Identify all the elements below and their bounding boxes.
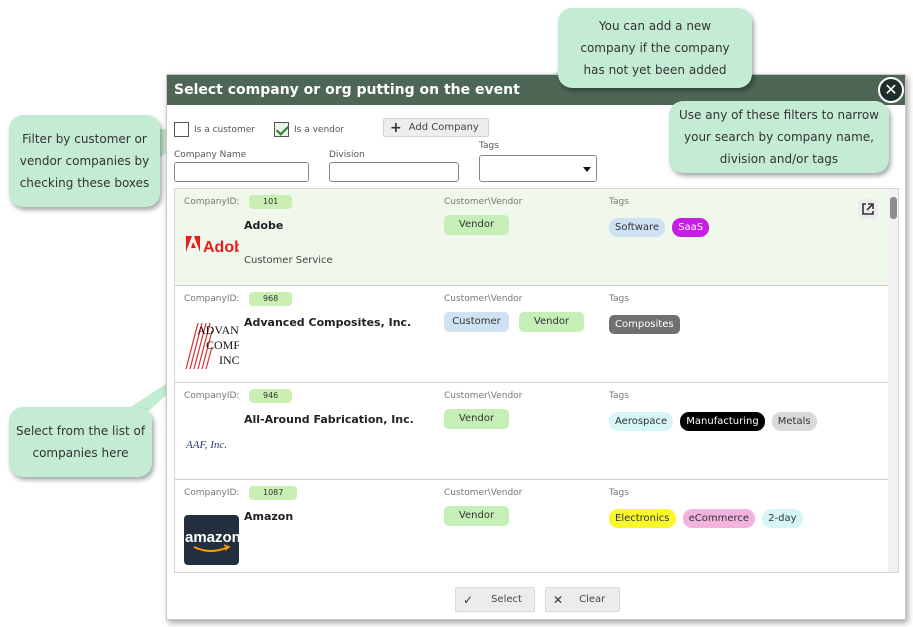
callout-select-list-line-1: Select from the list of (15, 424, 146, 438)
list-scrollbar[interactable] (888, 189, 898, 572)
open-external-link-button[interactable] (858, 199, 878, 219)
aaf-logo-text: AAF, Inc. (185, 439, 227, 451)
tags-label: Tags (609, 391, 629, 401)
callout-filter-checkboxes-line-2: vendor companies by (19, 154, 150, 168)
scrollbar-thumb[interactable] (890, 197, 897, 219)
tag-list: Electronics eCommerce 2-day (609, 506, 805, 528)
callout-filters-line-3: division and/or tags (719, 152, 839, 166)
company-id-label: CompanyID: (184, 197, 240, 207)
callout-select-list-line-2: companies here (32, 446, 129, 460)
company-row-adobe[interactable]: CompanyID: 101 Adob Adobe Customer Servi… (175, 189, 888, 286)
tag-2-day: 2-day (762, 509, 803, 528)
vendor-badge: Vendor (444, 215, 509, 235)
callout-add-company-line-2: company if the company (580, 41, 730, 55)
tag-list: Composites (609, 312, 682, 334)
company-name-input[interactable] (174, 162, 309, 182)
add-company-button[interactable]: + Add Company (383, 118, 489, 137)
company-id-badge: 101 (249, 195, 293, 209)
customer-vendor-label: Customer\Vendor (444, 294, 523, 304)
plus-icon: + (390, 119, 402, 136)
division-label: Division (329, 150, 365, 160)
company-id-badge: 1087 (249, 486, 298, 500)
logo-line-2: COMF (206, 338, 239, 352)
callout-filter-checkboxes: Filter by customer or vendor companies b… (9, 115, 160, 207)
tag-list: Aerospace Manufacturing Metals (609, 409, 819, 431)
is-vendor-filter[interactable]: Is a vendor (274, 122, 344, 137)
checkmark-icon: ✓ (463, 592, 474, 607)
company-name-label: Company Name (174, 150, 247, 160)
callout-add-company-line-1: You can add a new (598, 19, 712, 33)
vendor-badge: Vendor (444, 506, 509, 526)
close-button[interactable]: ✕ (878, 77, 904, 103)
aaf-logo: AAF, Inc. (184, 418, 239, 468)
callout-filters: Use any of these filters to narrow your … (669, 101, 889, 173)
company-list[interactable]: CompanyID: 101 Adob Adobe Customer Servi… (174, 188, 899, 573)
company-id-label: CompanyID: (184, 391, 240, 401)
company-id-badge: 946 (249, 389, 293, 403)
callout-filters-line-1: Use any of these filters to narrow (679, 108, 879, 122)
tag-manufacturing: Manufacturing (680, 412, 765, 431)
amazon-logo: amazon (184, 515, 239, 565)
customer-vendor-label: Customer\Vendor (444, 391, 523, 401)
amazon-logo-text: amazon (185, 529, 239, 546)
add-company-label: Add Company (408, 122, 479, 133)
callout-filter-checkboxes-line-3: checking these boxes (19, 176, 150, 190)
customer-vendor-label: Customer\Vendor (444, 197, 523, 207)
company-id-badge: 968 (249, 292, 293, 306)
adobe-logo-text: Adob (203, 239, 239, 256)
select-company-dialog: Select company or org putting on the eve… (166, 74, 906, 620)
tag-aerospace: Aerospace (609, 412, 674, 431)
tag-list: Software SaaS (609, 215, 711, 237)
is-vendor-checkbox[interactable] (274, 122, 289, 137)
dialog-title: Select company or org putting on the eve… (167, 75, 905, 105)
is-vendor-label: Is a vendor (294, 124, 345, 135)
logo-line-1: ADVAN (197, 323, 239, 337)
tag-software: Software (609, 218, 666, 237)
is-customer-label: Is a customer (194, 124, 255, 135)
company-id-label: CompanyID: (184, 488, 240, 498)
tags-label: Tags (609, 197, 629, 207)
select-button[interactable]: ✓ Select (455, 587, 535, 612)
tags-select[interactable] (479, 155, 597, 182)
callout-filters-line-2: your search by company name, (684, 130, 874, 144)
tags-filter-label: Tags (479, 141, 499, 151)
tags-label: Tags (609, 294, 629, 304)
customer-vendor-label: Customer\Vendor (444, 488, 523, 498)
company-name: Adobe (244, 219, 284, 232)
callout-add-company: You can add a new company if the company… (558, 8, 752, 88)
tag-electronics: Electronics (609, 509, 676, 528)
company-row-advanced-composites[interactable]: CompanyID: 968 ADVAN COMF INC Advanced C… (175, 286, 888, 383)
callout-add-company-line-3: has not yet been added (583, 63, 727, 77)
clear-button-label: Clear (579, 594, 606, 605)
customer-badge: Customer (444, 312, 509, 332)
company-division: Customer Service (244, 255, 333, 266)
company-name: Advanced Composites, Inc. (244, 316, 412, 329)
select-button-label: Select (491, 594, 522, 605)
external-link-icon (862, 203, 874, 215)
company-id-label: CompanyID: (184, 294, 240, 304)
tag-saas: SaaS (672, 218, 710, 237)
logo-line-3: INC (219, 353, 239, 367)
callout-select-list: Select from the list of companies here (9, 407, 152, 477)
tags-label: Tags (609, 488, 629, 498)
company-name: Amazon (244, 510, 294, 523)
chevron-down-icon (583, 167, 591, 172)
company-row-all-around-fabrication[interactable]: CompanyID: 946 AAF, Inc. All-Around Fabr… (175, 383, 888, 480)
tag-ecommerce: eCommerce (682, 509, 756, 528)
is-customer-checkbox[interactable] (174, 122, 189, 137)
callout-filter-checkboxes-line-1: Filter by customer or (22, 132, 147, 146)
division-input[interactable] (329, 162, 459, 182)
vendor-badge: Vendor (444, 409, 509, 429)
company-name: All-Around Fabrication, Inc. (244, 413, 414, 426)
tag-metals: Metals (771, 412, 817, 431)
company-row-amazon[interactable]: CompanyID: 1087 amazon Amazon Customer\V… (175, 480, 888, 572)
tag-composites: Composites (609, 315, 680, 334)
vendor-badge: Vendor (519, 312, 584, 332)
is-customer-filter[interactable]: Is a customer (174, 122, 255, 137)
adobe-logo: Adob (184, 224, 239, 274)
clear-button[interactable]: ✕ Clear (545, 587, 620, 612)
x-icon: ✕ (553, 592, 564, 607)
advanced-composites-logo: ADVAN COMF INC (184, 321, 239, 371)
